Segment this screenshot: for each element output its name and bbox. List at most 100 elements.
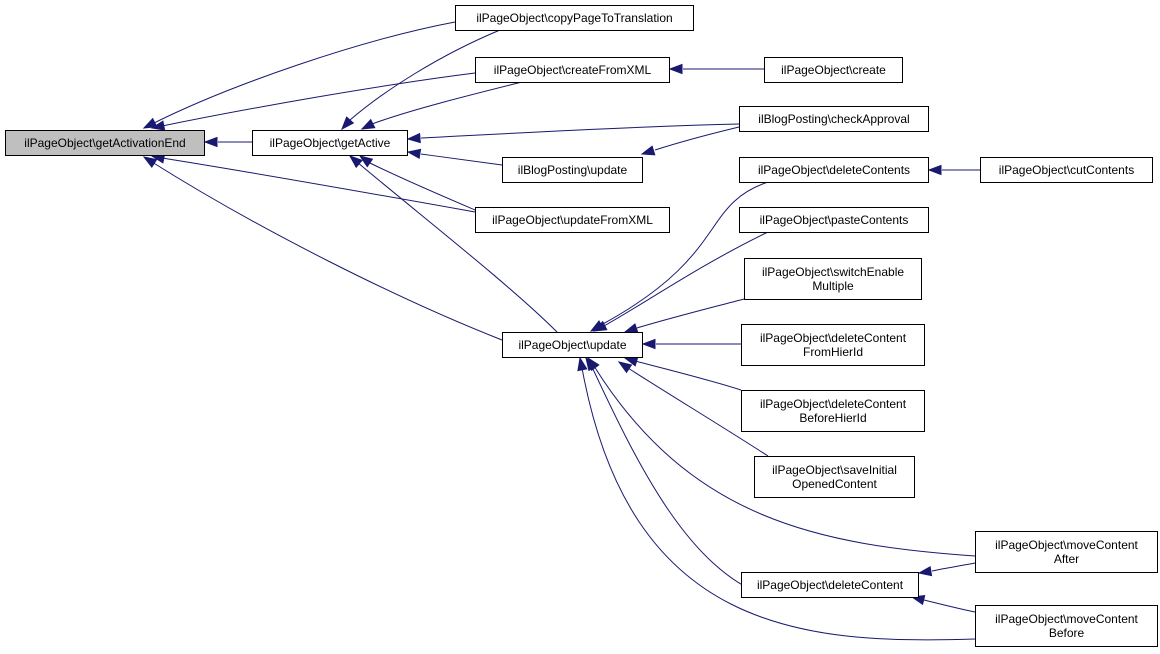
edge-line — [420, 153, 503, 166]
node-checkApproval[interactable]: ilBlogPosting\checkApproval — [739, 106, 929, 132]
node-label: Multiple — [812, 279, 854, 293]
edge-arrowhead — [927, 164, 942, 176]
node-cutContents[interactable]: ilPageObject\cutContents — [980, 157, 1153, 183]
edge-updateFromXML-to-getActivationEnd — [150, 153, 476, 213]
edge-createFromXML-to-getActive — [360, 81, 523, 130]
edge-arrowhead — [341, 116, 355, 131]
edge-arrowhead — [406, 132, 421, 144]
node-getActivationEnd[interactable]: ilPageObject\getActivationEnd — [5, 130, 205, 156]
node-label: ilPageObject\saveInitial — [772, 463, 897, 477]
node-box — [744, 258, 922, 300]
edge-line — [151, 161, 503, 341]
edge-arrowhead — [585, 356, 598, 372]
node-box — [741, 324, 925, 366]
node-label: ilPageObject\createFromXML — [494, 63, 652, 77]
edge-arrowhead — [623, 323, 639, 334]
node-pasteContents[interactable]: ilPageObject\pasteContents — [739, 207, 929, 233]
edge-arrowhead — [348, 155, 363, 169]
edge-arrowhead — [668, 63, 683, 75]
node-box — [475, 57, 670, 83]
edge-copyPageToTranslation-to-getActivationEnd — [142, 21, 456, 129]
edge-arrowhead — [592, 320, 608, 332]
edge-pasteContents-to-update — [592, 231, 769, 332]
node-box — [475, 207, 670, 233]
edge-arrowhead — [406, 148, 422, 160]
edge-line — [151, 21, 456, 125]
node-box — [975, 605, 1158, 647]
node-label: ilPageObject\update — [518, 338, 626, 352]
edge-moveContentAfter-to-deleteContent — [917, 562, 976, 577]
edge-line — [420, 123, 740, 139]
node-label: FromHierId — [803, 345, 863, 359]
node-box — [739, 157, 929, 183]
edge-update-to-getActivationEnd — [142, 156, 503, 341]
node-label: ilPageObject\deleteContents — [758, 163, 910, 177]
edge-updateFromXML-to-getActive — [358, 155, 476, 211]
node-update[interactable]: ilPageObject\update — [502, 332, 643, 358]
node-copyPageToTranslation[interactable]: ilPageObject\copyPageToTranslation — [455, 5, 694, 31]
edge-line — [603, 231, 769, 327]
edge-deleteContents-to-update — [589, 181, 769, 332]
node-updateFromXML[interactable]: ilPageObject\updateFromXML — [475, 207, 670, 233]
node-getActive[interactable]: ilPageObject\getActive — [252, 130, 408, 156]
node-label: ilPageObject\getActivationEnd — [24, 136, 185, 150]
node-box — [502, 157, 643, 183]
node-box — [741, 572, 919, 598]
node-blogUpdate[interactable]: ilBlogPosting\update — [502, 157, 643, 183]
edge-arrowhead — [641, 338, 656, 350]
edge-create-to-createFromXML — [668, 63, 764, 75]
edge-checkApproval-to-getActive — [406, 123, 740, 144]
edge-checkApproval-to-blogUpdate — [640, 126, 740, 156]
node-label: BeforeHierId — [799, 411, 866, 425]
edge-line — [600, 181, 769, 326]
edge-line — [931, 562, 976, 572]
node-label: ilPageObject\cutContents — [999, 163, 1134, 177]
edge-line — [627, 367, 769, 457]
edge-arrowhead — [358, 155, 374, 168]
edge-line — [581, 367, 976, 641]
edge-moveContentBefore-to-update — [577, 356, 976, 641]
edge-saveInitialOpenedContent-to-update — [617, 361, 769, 457]
node-label: ilPageObject\copyPageToTranslation — [476, 11, 672, 25]
edge-arrowhead — [917, 565, 933, 577]
edge-line — [369, 162, 476, 211]
edge-cutContents-to-deleteContents — [927, 164, 980, 176]
node-deleteContent[interactable]: ilPageObject\deleteContent — [741, 572, 919, 598]
edge-switchEnableMultiple-to-update — [623, 298, 745, 334]
edge-deleteContentFromHierId-to-update — [641, 338, 741, 350]
node-label: ilPageObject\deleteContent — [760, 397, 907, 411]
edge-line — [161, 72, 476, 127]
node-box — [5, 130, 205, 156]
edge-copyPageToTranslation-to-getActive — [341, 29, 501, 131]
node-box — [502, 332, 643, 358]
edge-line — [593, 365, 976, 557]
edge-arrowhead — [360, 118, 376, 130]
edge-moveContentBefore-to-deleteContent — [910, 594, 976, 613]
node-label: ilPageObject\deleteContent — [757, 578, 904, 592]
node-createFromXML[interactable]: ilPageObject\createFromXML — [475, 57, 670, 83]
edge-line — [161, 157, 476, 213]
edge-deleteContentBeforeHierId-to-update — [623, 356, 742, 391]
edge-arrowhead — [142, 156, 158, 169]
edge-arrowhead — [640, 145, 656, 156]
edges-layer — [142, 21, 980, 641]
node-label: ilPageObject\pasteContents — [760, 213, 909, 227]
edge-deleteContent-to-update — [585, 356, 769, 598]
edge-arrowhead — [617, 361, 633, 374]
node-deleteContents[interactable]: ilPageObject\deleteContents — [739, 157, 929, 183]
node-box — [741, 390, 925, 432]
edge-line — [636, 298, 745, 329]
node-box — [739, 106, 929, 132]
node-create[interactable]: ilPageObject\create — [764, 57, 903, 83]
edge-getActive-to-getActivationEnd — [203, 136, 252, 148]
node-box — [754, 456, 915, 498]
nodes-layer: ilPageObject\getActivationEnd ilPageObjec… — [5, 5, 1158, 647]
edge-update-to-getActive — [348, 155, 558, 333]
